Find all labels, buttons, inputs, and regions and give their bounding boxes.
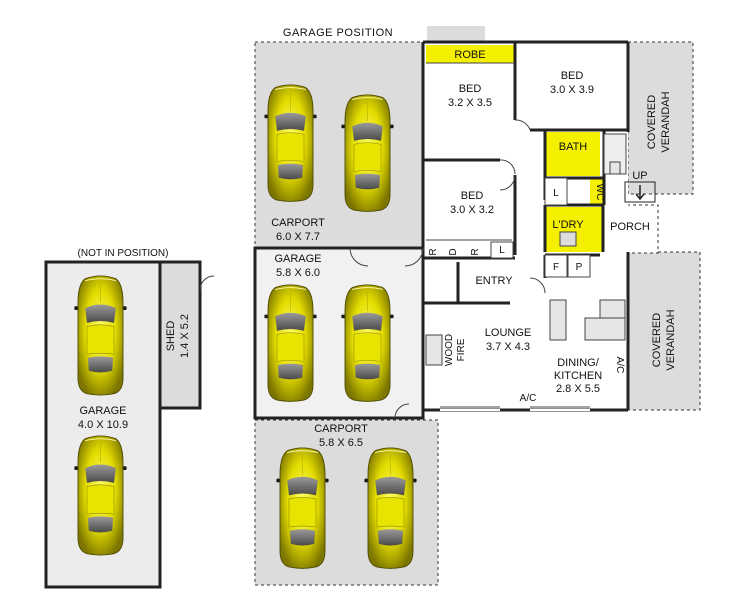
garage-main-size: 5.8 X 6.0 <box>276 267 320 279</box>
bed2-name: BED <box>561 70 584 82</box>
bed2-size: 3.0 X 3.9 <box>550 84 594 96</box>
up-label: UP <box>632 170 647 182</box>
laundry-label: L'DRY <box>552 219 584 231</box>
car-icon-6 <box>363 447 418 569</box>
car-icon-7 <box>73 275 128 396</box>
porch-label: PORCH <box>610 221 650 233</box>
dining-line1: DINING/ <box>557 357 600 369</box>
shed-area <box>158 260 202 410</box>
lounge-size: 3.7 X 4.3 <box>486 341 530 353</box>
r-label-1: R <box>428 248 439 255</box>
carport-top-name: CARPORT <box>271 217 325 229</box>
r-label-2: R <box>470 248 481 255</box>
garage-position-heading: GARAGE POSITION <box>283 27 393 39</box>
wc-label: WC <box>594 184 605 201</box>
verandah-bottom-line2: VERANDAH <box>665 309 677 370</box>
l-label: L <box>553 188 559 199</box>
detached-garage-size: 4.0 X 10.9 <box>78 419 128 431</box>
robe-label: ROBE <box>454 49 485 61</box>
verandah-top-line2: VERANDAH <box>660 91 672 152</box>
wood-fire-line1: WOOD <box>444 334 455 366</box>
wc-fill <box>590 178 604 206</box>
bed3-size: 3.0 X 3.2 <box>450 204 494 216</box>
up-arrow-icon <box>624 181 656 203</box>
carport-top-size: 6.0 X 7.7 <box>276 231 320 243</box>
car-icon-1 <box>263 84 318 202</box>
car-icon-5 <box>275 447 330 569</box>
entry-label: ENTRY <box>475 275 513 287</box>
robe-fill <box>426 45 514 63</box>
bath-label: BATH <box>559 141 588 153</box>
carport-bottom-name: CARPORT <box>314 423 368 435</box>
car-icon-3 <box>263 284 318 402</box>
chimney <box>427 26 485 42</box>
not-in-position-heading: (NOT IN POSITION) <box>78 248 169 259</box>
car-icon-8 <box>73 435 128 556</box>
shed-name: SHED <box>165 321 177 352</box>
f-label: F <box>553 262 559 273</box>
d-label: D <box>448 248 459 255</box>
bath-fill <box>545 132 600 176</box>
l2-label: L <box>499 245 505 256</box>
garage-main-name: GARAGE <box>274 253 321 265</box>
dining-size: 2.8 X 5.5 <box>556 383 600 395</box>
ac-label-lounge: A/C <box>520 393 537 404</box>
p-label: P <box>576 262 583 273</box>
verandah-top-area <box>627 41 694 195</box>
detached-garage-name: GARAGE <box>79 405 126 417</box>
wood-fire-line2: FIRE <box>456 338 467 361</box>
bed1-size: 3.2 X 3.5 <box>448 97 492 109</box>
shed-size: 1.4 X 5.2 <box>179 314 191 358</box>
car-icon-2 <box>340 94 395 212</box>
verandah-top-line1: COVERED <box>646 95 658 149</box>
carport-bottom-size: 5.8 X 6.5 <box>319 437 363 449</box>
fixtures <box>199 62 627 419</box>
verandah-bottom-line1: COVERED <box>651 313 663 367</box>
verandah-bottom-area <box>627 251 701 411</box>
lounge-name: LOUNGE <box>485 327 531 339</box>
car-icon-4 <box>340 284 395 402</box>
bed3-name: BED <box>461 190 484 202</box>
bed1-name: BED <box>459 83 482 95</box>
dining-line2: KITCHEN <box>554 370 602 382</box>
ac-label-kitchen: A/C <box>614 357 625 374</box>
